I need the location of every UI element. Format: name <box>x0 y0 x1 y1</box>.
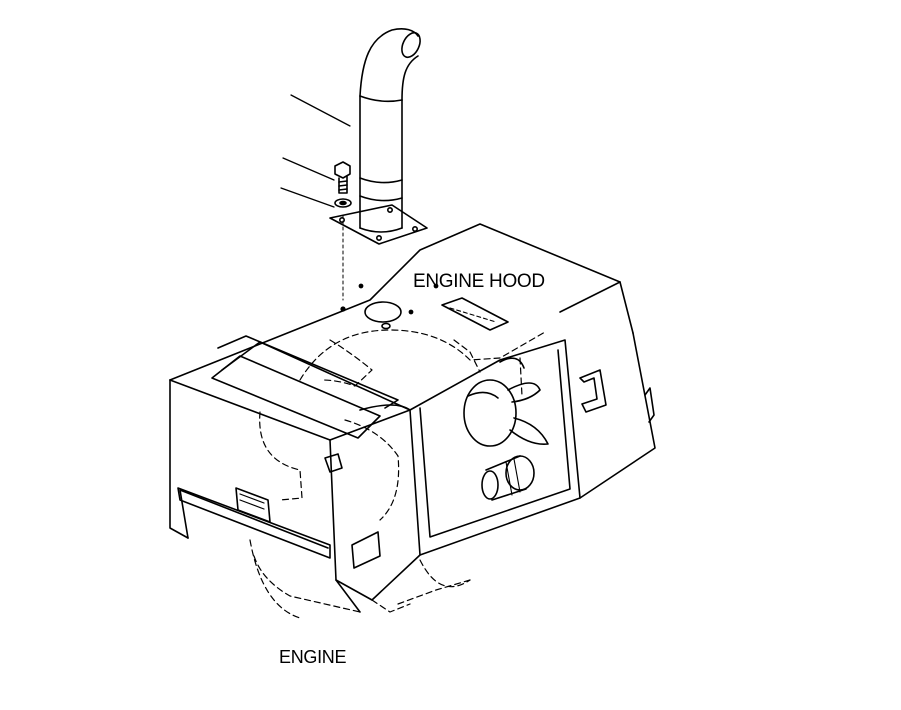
radiator <box>481 455 535 501</box>
leader-lines <box>280 94 351 208</box>
engine <box>249 329 546 619</box>
washer <box>334 198 352 208</box>
leader-washer <box>280 187 335 208</box>
engine-hood <box>169 223 656 613</box>
leader-exhaust-pipe <box>290 94 351 127</box>
leader-bolt <box>282 157 335 181</box>
engine-label: ENGINE <box>279 647 347 667</box>
engine-hood-label: ENGINE HOOD <box>413 271 545 292</box>
bolt <box>334 161 351 194</box>
exhaust-pipe <box>329 28 428 245</box>
fan <box>463 357 549 447</box>
